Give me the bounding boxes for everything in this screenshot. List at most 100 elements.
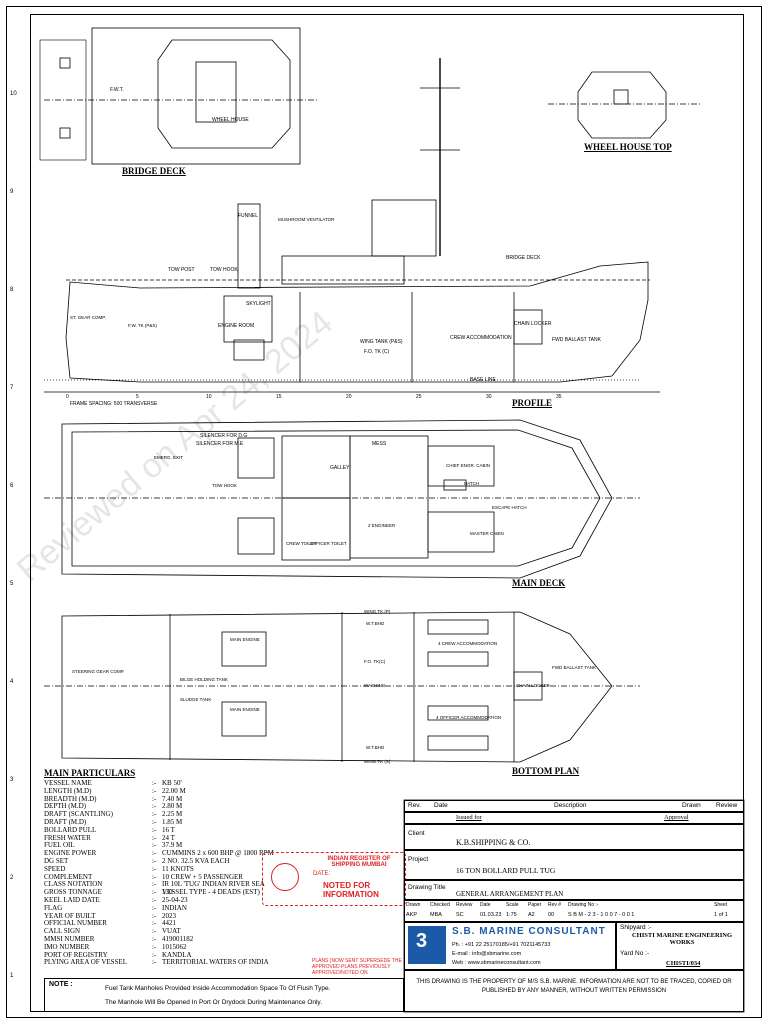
particular-value: 22.00 M (162, 786, 186, 795)
particular-value: 11 KNOTS (162, 864, 194, 873)
note-box: NOTE : Fuel Tank Manholes Provided Insid… (44, 978, 404, 1012)
particular-row: DG SET:-2 NO. 32.5 KVA EACH (44, 856, 274, 866)
particular-key: DRAFT (M.D) (44, 817, 87, 826)
company-email: E-mail : info@sbmarine.com (452, 951, 522, 957)
crew-acc-4-label: 4 CREW ACCOMMODATION (438, 641, 498, 646)
tow-hook-deck-label: TOW HOOK (212, 483, 237, 488)
st-gear-comp-label: ST. GEAR COMP. (70, 315, 106, 320)
client-name: K.B.SHIPPING & CO. (456, 838, 531, 847)
wing-tk-p-label: WING TK (P) (364, 609, 391, 614)
info-col-header: Checked (430, 902, 450, 908)
crew-accommodation-label: CREW ACCOMMODATION (450, 335, 512, 341)
frame-number: 20 (346, 394, 352, 400)
note-label: NOTE : (49, 981, 73, 988)
tow-hook-label: TOW HOOK (210, 267, 238, 273)
client-header: Client (408, 830, 425, 837)
title-block: Rev. Date Description Drawn Review Issue… (404, 800, 744, 1012)
info-col-value: MBA (430, 912, 442, 918)
particular-row: GROSS TONNAGE:-130 (44, 888, 274, 897)
main-deck-outline (61, 419, 613, 579)
particular-row: LENGTH (M.D):-22.00 M (44, 786, 274, 796)
info-col-value: 01.03.23 (480, 912, 502, 918)
particular-row: FUEL OIL:-37.9 M (44, 842, 274, 850)
emerg-exit-label: EMERG. EXIT (154, 455, 184, 460)
irs-stamp: INDIAN REGISTER OF SHIPPING MUMBAI DATE:… (262, 852, 406, 906)
particular-value: 2 NO. 32.5 KVA EACH (162, 856, 230, 865)
particular-row: FLAG:-INDIAN (44, 904, 274, 913)
company-logo: 3 (408, 926, 446, 964)
particular-key: KEEL LAID DATE (44, 895, 100, 904)
particular-key: BREADTH (M.D) (44, 794, 97, 803)
profile-bridge-house (281, 255, 405, 285)
drawing-title-header: Drawing Title (408, 884, 446, 891)
grid-ref-number: 7 (10, 385, 14, 391)
officer-toilet-label: OFFICER TOILET (310, 541, 347, 546)
grid-ref-number: 9 (10, 189, 14, 195)
frame-number: 5 (136, 394, 139, 400)
particular-row: DRAFT (SCANTLING):-2.25 M (44, 810, 274, 819)
info-col-value: AKP (406, 912, 418, 918)
frame-number: 25 (416, 394, 422, 400)
main-deck-title: MAIN DECK (512, 578, 566, 588)
particular-value: 37.9 M (162, 841, 183, 850)
info-col-header: Date (480, 902, 491, 908)
particular-value: 24 T (162, 833, 175, 842)
particular-value: 419001182 (162, 934, 194, 943)
particular-value: 130 (162, 888, 173, 897)
particular-value: VUAT (162, 927, 181, 936)
particular-key: CALL SIGN (44, 927, 81, 936)
info-col-header: Review (456, 902, 473, 908)
particular-value: 1.85 M (162, 817, 183, 826)
particular-key: FRESH WATER (44, 833, 91, 842)
particular-key: OFFICIAL NUMBER (44, 919, 107, 928)
particular-value: KANDLA (162, 950, 192, 959)
info-col-header: Drawn (406, 902, 421, 908)
fo-tk-c-label: F.O. TK(C) (364, 659, 386, 664)
washing-label: WASHING (364, 683, 386, 688)
particular-row: VESSEL NAME:-KB 50' (44, 779, 274, 788)
main-particulars-table: VESSEL NAME:-KB 50'LENGTH (M.D):-22.00 M… (44, 779, 274, 967)
rev-header: Rev. (408, 802, 421, 809)
particular-key: DRAFT (SCANTLING) (44, 810, 113, 819)
yard-no: CHISTI/034 (666, 960, 701, 967)
fw-tk-label: F.W. TK (P&S) (128, 323, 157, 328)
particular-key: LENGTH (M.D) (44, 786, 92, 795)
note-line-2: The Manhole Will Be Opened In Port Or Dr… (105, 999, 323, 1006)
grid-ref-number: 4 (10, 679, 14, 685)
silencer-me-label: SILENCER FOR M.E (196, 441, 244, 447)
info-col-value: S B M - 2 3 - 1 0 0 7 - 0 0 1 (568, 912, 635, 918)
master-cabin-label: MASTER CABIN (470, 531, 504, 536)
particular-value: KB 50' (162, 779, 182, 787)
grid-ref-number: 5 (10, 581, 14, 587)
particular-value: 4421 (162, 919, 176, 928)
chief-engr-cabin-label: CHIEF ENGR. CABIN (446, 463, 491, 468)
steering-gear-comp-label: STEERING GEAR COMP. (72, 669, 125, 674)
particular-row: FRESH WATER:-24 T (44, 833, 274, 843)
main-engine-label-s: MAIN ENGINE (230, 707, 260, 712)
wheel-house-outline (157, 39, 291, 149)
profile-wheel-house (371, 199, 437, 257)
review-header: Review (716, 802, 738, 809)
particular-key: PORT OF REGISTRY (44, 950, 108, 959)
main-particulars: MAIN PARTICULARS VESSEL NAME:-KB 50'LENG… (44, 768, 274, 967)
info-col-header: Paper (528, 902, 542, 908)
info-col-header: Sheet (714, 902, 728, 908)
approval: Approval (664, 814, 689, 821)
particular-value: 2.80 M (162, 802, 183, 811)
company-web: Web : www.sbmarineconsultant.com (452, 960, 541, 966)
bottom-plan-outline (61, 611, 613, 763)
mess-label: MESS (372, 441, 387, 447)
fwd-ballast-label: FWD BALLAST TANK (552, 337, 601, 343)
wt-bhd-p-label: W.T.BHD (366, 621, 385, 626)
frame-number: 10 (206, 394, 212, 400)
issued-for: Issued for (456, 814, 482, 821)
frame-number: 35 (556, 394, 562, 400)
particular-value: 25-04-23 (162, 895, 188, 904)
shipyard-header: Shipyard :- (620, 924, 652, 931)
info-col-value: 00 (548, 912, 555, 918)
funnel (237, 203, 261, 289)
shipyard-name: CHISTI MARINE ENGINEERING WORKS (631, 932, 733, 946)
particular-row: CALL SIGN:-VUAT (44, 927, 274, 936)
particular-key: IMO NUMBER (44, 942, 90, 951)
